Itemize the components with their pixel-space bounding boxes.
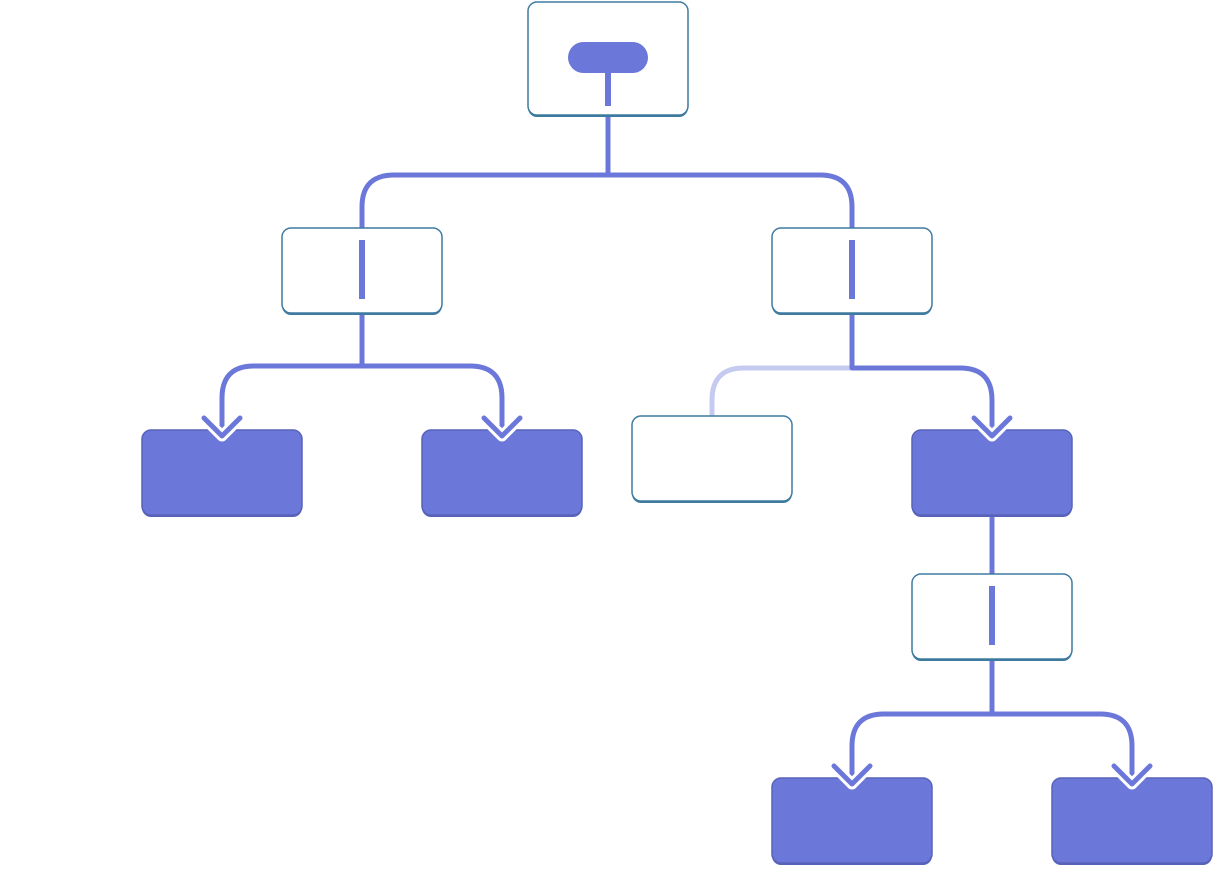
arrow-icon xyxy=(828,760,876,790)
outline-box xyxy=(631,415,793,502)
node-mid-left xyxy=(281,227,443,315)
arrow-icon xyxy=(968,412,1016,442)
arrow-head xyxy=(1111,763,1153,787)
arrowheads xyxy=(198,412,1156,790)
node-sub xyxy=(911,573,1073,661)
node-leaf-5 xyxy=(1051,777,1213,865)
edge-mid-right-to-inactive xyxy=(709,313,855,416)
folder-box xyxy=(911,429,1073,516)
edge-mid-left-to-leaf-1 xyxy=(219,313,365,438)
arrow-head xyxy=(201,415,243,439)
node-leaf-4 xyxy=(771,777,933,865)
arrow-icon xyxy=(198,412,246,442)
arrow-head xyxy=(831,763,873,787)
node-leaf-2 xyxy=(421,429,583,517)
folder-box xyxy=(421,429,583,516)
folder-box xyxy=(1051,777,1213,864)
arrow-icon xyxy=(1108,760,1156,790)
edge-root-to-mid-left xyxy=(359,115,611,228)
nodes xyxy=(141,1,1213,865)
arrow-head xyxy=(971,415,1013,439)
arrow-icon xyxy=(478,412,526,442)
connectors xyxy=(219,115,1135,786)
edge-sub-to-leaf-5 xyxy=(989,659,1135,786)
node-leaf-3 xyxy=(911,429,1073,517)
node-inactive xyxy=(631,415,793,503)
node-root xyxy=(527,1,689,117)
arrow-head xyxy=(481,415,523,439)
folder-box xyxy=(141,429,303,516)
node-leaf-1 xyxy=(141,429,303,517)
folder-box xyxy=(771,777,933,864)
edge-mid-left-to-leaf-2 xyxy=(359,313,505,438)
node-mid-right xyxy=(771,227,933,315)
edge-mid-right-to-leaf-3 xyxy=(849,313,995,438)
edge-sub-to-leaf-4 xyxy=(849,659,995,786)
pill-icon xyxy=(568,42,648,73)
edge-root-to-mid-right xyxy=(605,115,855,228)
